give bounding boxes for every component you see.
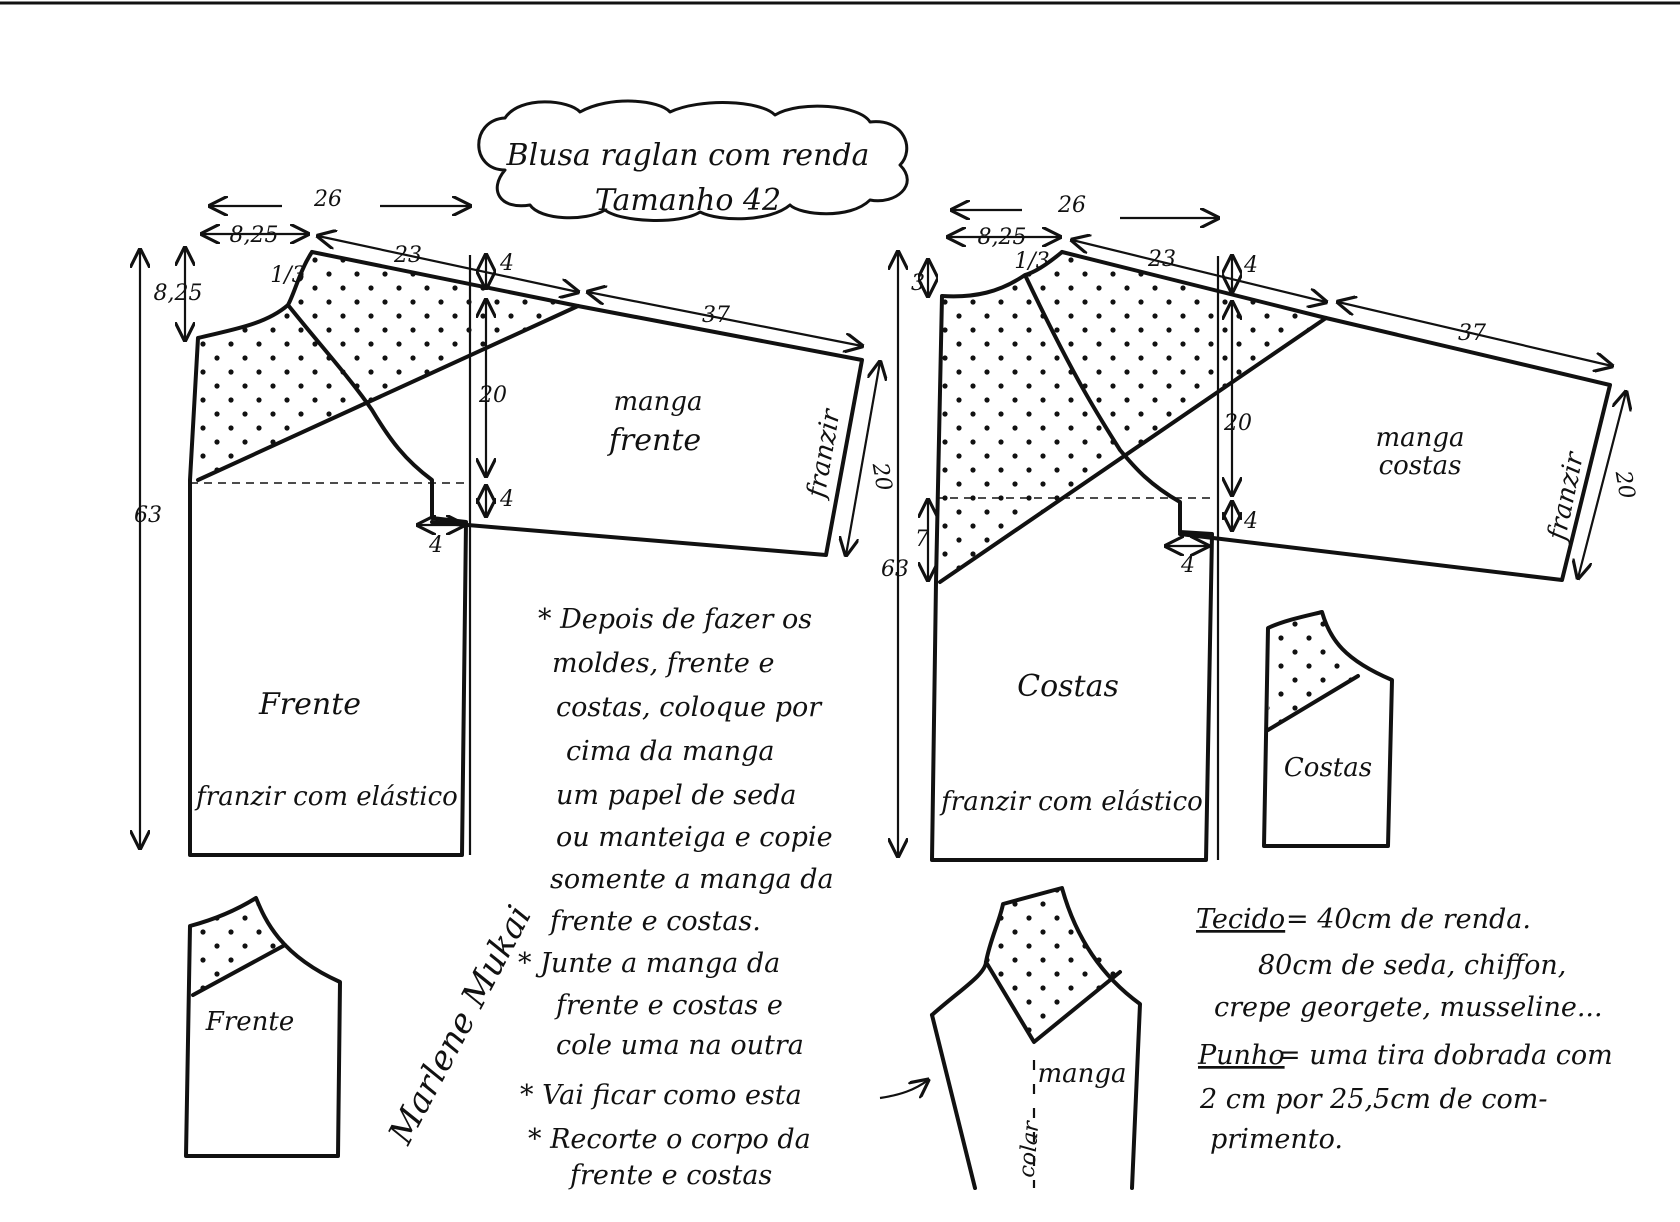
back-dim-neck-depth: 3 bbox=[911, 271, 925, 296]
front-sleeve-label-2: frente bbox=[607, 423, 701, 458]
back-dim-shoulder: 23 bbox=[1147, 247, 1176, 272]
front-dim-shoulder: 23 bbox=[393, 243, 422, 268]
instr-10: frente e costas e bbox=[554, 990, 783, 1021]
fabric-key: Tecido bbox=[1196, 904, 1285, 935]
back-shoulder-arrow bbox=[1072, 240, 1326, 302]
front-dim-underarm-ext: 4 bbox=[428, 533, 443, 558]
back-dim-cuff: 20 bbox=[1609, 468, 1639, 501]
small-front-piece: Frente bbox=[184, 896, 342, 1158]
instr-2: moldes, frente e bbox=[552, 648, 774, 679]
front-dim-cuff: 20 bbox=[866, 460, 896, 493]
front-body-label: Frente bbox=[258, 687, 361, 722]
cuff-key: Punho bbox=[1197, 1040, 1285, 1071]
back-body-outline bbox=[930, 250, 1214, 862]
back-yoke-diagonal bbox=[938, 316, 1328, 584]
back-dim-armhole: 20 bbox=[1223, 411, 1252, 436]
front-pattern: 26 8,25 8,25 1/3 23 37 4 20 4 4 63 20 fr… bbox=[134, 187, 896, 857]
front-dim-underarm: 4 bbox=[499, 487, 514, 512]
instr-5: um papel de seda bbox=[556, 780, 797, 811]
collar-label: colar bbox=[1015, 1119, 1045, 1179]
front-dim-neck-width: 8,25 bbox=[230, 223, 279, 248]
pointer-arrow bbox=[879, 1080, 928, 1100]
front-dim-sleeve-length: 37 bbox=[702, 303, 730, 328]
back-hem-label: franzir com elástico bbox=[939, 787, 1203, 817]
front-dim-neck-depth: 8,25 bbox=[154, 281, 203, 306]
back-dim-side: 7 bbox=[915, 527, 929, 552]
title-line2: Tamanho 42 bbox=[595, 183, 781, 218]
front-lace-yoke bbox=[198, 252, 578, 480]
instr-8: frente e costas. bbox=[548, 906, 761, 937]
back-dim-top-offset: 4 bbox=[1243, 253, 1258, 278]
back-sleeve-label-2: costas bbox=[1379, 451, 1462, 481]
title-cloud bbox=[477, 99, 909, 222]
front-shoulder-arrow bbox=[318, 236, 578, 292]
front-sleeve-length-arrow bbox=[588, 292, 862, 346]
instr-9: * Junte a manga da bbox=[518, 948, 780, 979]
title-line1: Blusa raglan com renda bbox=[506, 138, 870, 173]
small-front-label: Frente bbox=[205, 1007, 294, 1037]
instr-11: cole uma na outra bbox=[556, 1030, 804, 1061]
front-sleeve-label-1: manga bbox=[613, 387, 702, 417]
instr-13: * Recorte o corpo da bbox=[528, 1124, 811, 1155]
front-dim-top-offset: 4 bbox=[499, 251, 514, 276]
back-dim-underarm: 4 bbox=[1243, 509, 1258, 534]
joined-sleeve-label: manga bbox=[1037, 1059, 1126, 1089]
front-dim-length: 63 bbox=[134, 503, 162, 528]
instr-1: * Depois de fazer os bbox=[538, 604, 812, 635]
back-pattern: 26 8,25 3 1/3 23 37 4 20 4 4 7 63 20 fra… bbox=[881, 193, 1639, 862]
instr-7: somente a manga da bbox=[550, 864, 834, 895]
front-hem-label: franzir com elástico bbox=[194, 782, 458, 812]
joined-sleeve: manga colar bbox=[930, 886, 1142, 1190]
front-dim-armhole: 20 bbox=[478, 383, 507, 408]
cuff-line1: = uma tira dobrada com bbox=[1278, 1040, 1613, 1071]
front-yoke-diagonal bbox=[196, 304, 580, 482]
front-dim-notch: 1/3 bbox=[270, 263, 305, 288]
back-dim-neck-width: 8,25 bbox=[978, 225, 1027, 250]
back-sleeve-label-1: manga bbox=[1375, 423, 1464, 453]
cuff-line3: primento. bbox=[1210, 1124, 1343, 1155]
back-cuff-arrow bbox=[1578, 392, 1626, 578]
small-back-piece: Costas bbox=[1262, 610, 1394, 848]
back-dim-26: 26 bbox=[1057, 193, 1086, 218]
back-dim-length: 63 bbox=[881, 557, 909, 582]
front-dim-26: 26 bbox=[313, 187, 342, 212]
back-dim-sleeve-length: 37 bbox=[1458, 321, 1486, 346]
instr-4: cima da manga bbox=[566, 736, 774, 767]
fabric-line2: 80cm de seda, chiffon, bbox=[1258, 950, 1566, 981]
back-sleeve-length-arrow bbox=[1338, 302, 1612, 366]
back-dim-notch: 1/3 bbox=[1014, 249, 1049, 274]
signature: Marlene Mukai bbox=[380, 899, 540, 1151]
cuff-line2: 2 cm por 25,5cm de com- bbox=[1199, 1084, 1547, 1115]
instr-6: ou manteiga e copie bbox=[556, 822, 833, 853]
back-body-label: Costas bbox=[1017, 669, 1119, 704]
fabric-line3: crepe georgete, musseline... bbox=[1214, 992, 1603, 1023]
instr-12: * Vai ficar como esta bbox=[520, 1080, 802, 1111]
instr-14: frente e costas bbox=[568, 1160, 772, 1191]
materials-block: Tecido = 40cm de renda. 80cm de seda, ch… bbox=[1196, 904, 1613, 1155]
front-cuff-arrow bbox=[846, 362, 880, 555]
fabric-line1: = 40cm de renda. bbox=[1286, 904, 1531, 935]
instr-3: costas, coloque por bbox=[556, 692, 823, 723]
small-back-label: Costas bbox=[1284, 753, 1372, 783]
back-dim-underarm-ext: 4 bbox=[1180, 553, 1195, 578]
instructions-block: * Depois de fazer os moldes, frente e co… bbox=[518, 604, 834, 1191]
